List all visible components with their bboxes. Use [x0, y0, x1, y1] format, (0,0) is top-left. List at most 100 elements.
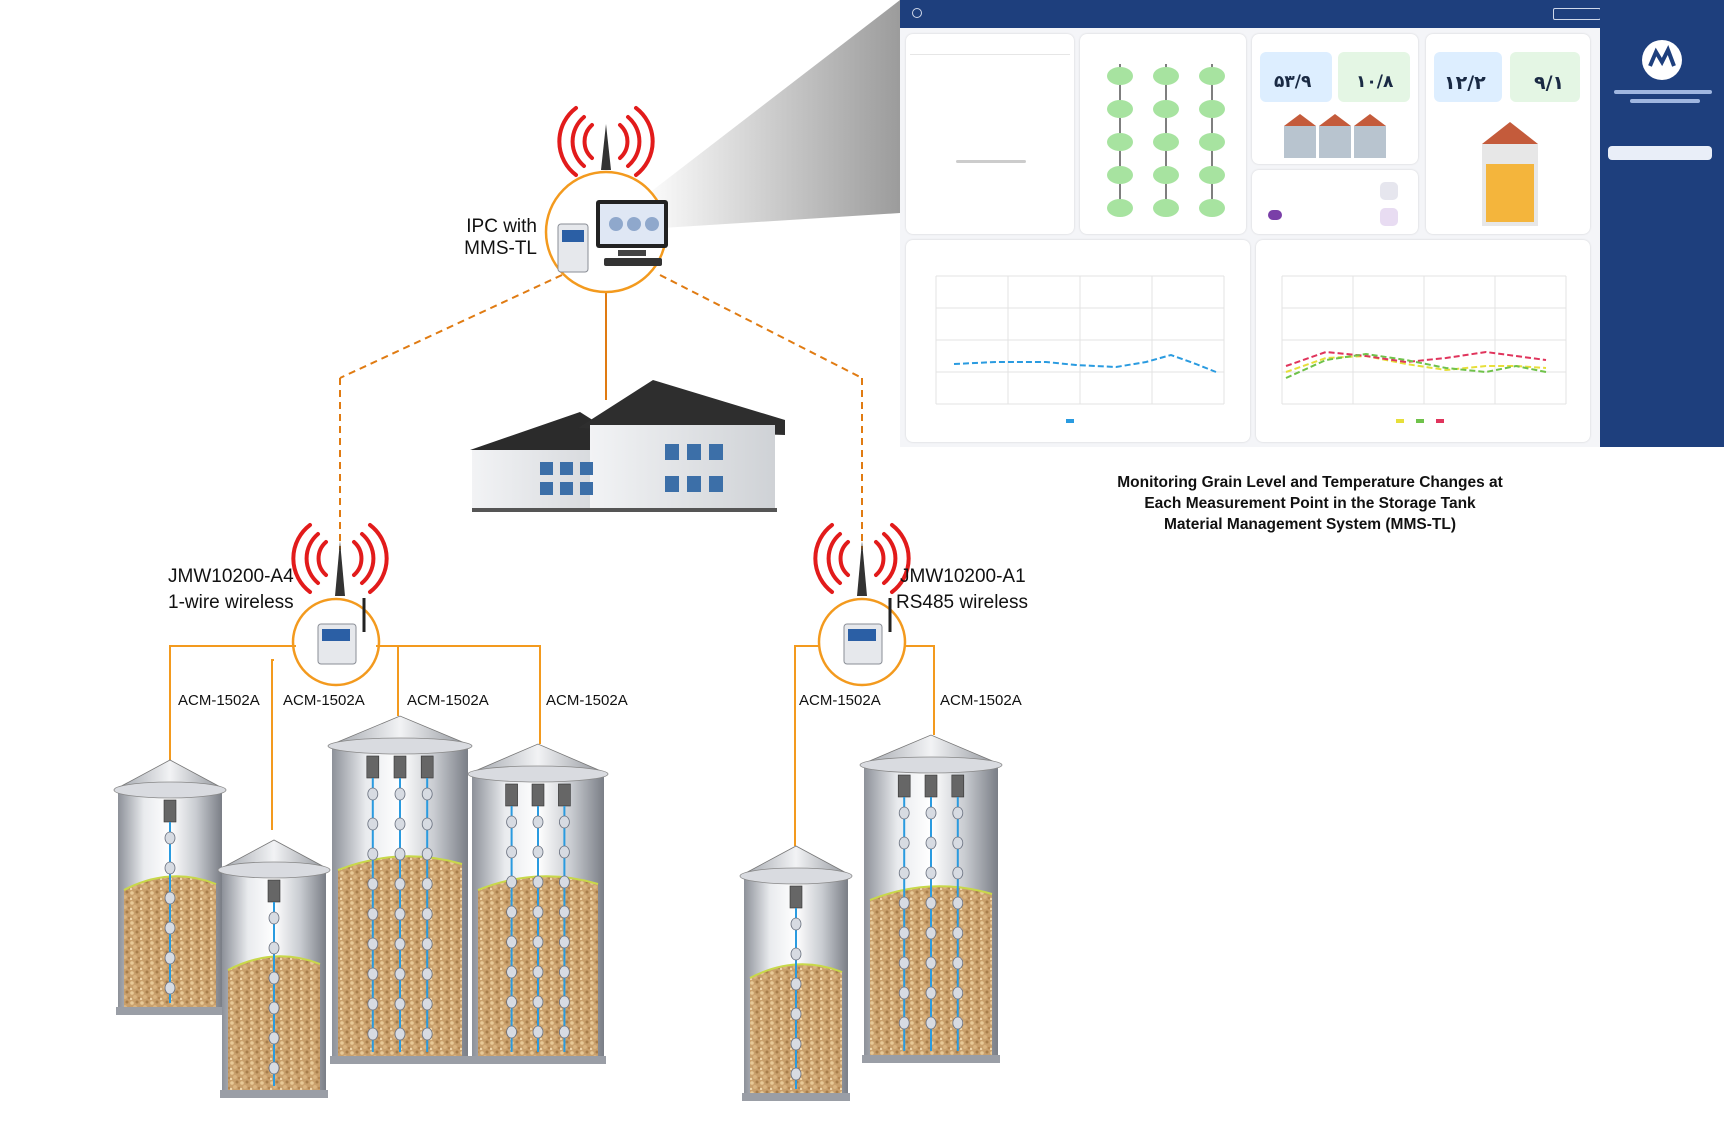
temperature-sensor-point	[268, 1061, 280, 1075]
temperature-sensor-point	[925, 926, 937, 940]
temperature-sensor-point	[268, 1031, 280, 1045]
temperature-sensor-point	[164, 831, 176, 845]
silo-level-icon	[1482, 122, 1538, 226]
temperature-sensor-point	[268, 911, 280, 925]
legend-swatch	[1396, 419, 1404, 423]
sidebar-item-reports[interactable]	[1608, 168, 1712, 182]
sensor-label: ACM-1502A	[940, 692, 1022, 709]
temperature-sensor-point	[421, 967, 433, 981]
temperature-sensor-point	[506, 905, 518, 919]
silos-icon	[1284, 114, 1386, 158]
sensor-label: ACM-1502A	[283, 692, 365, 709]
legend-swatch	[1416, 419, 1424, 423]
mms-dashboard-screenshot: ۱۲/۲ ۹/۱ ۵۳/۹ ۱۰/۸	[900, 0, 1724, 447]
temperature-sensor-point	[925, 1016, 937, 1030]
temperature-sensor-point	[952, 1016, 964, 1030]
temperature-sensor-point	[367, 937, 379, 951]
silo-base	[470, 1056, 606, 1064]
grain-silo	[859, 734, 1003, 1063]
wireless-links	[339, 274, 863, 550]
sensor-label: ACM-1502A	[546, 692, 628, 709]
kpi-tile	[1338, 52, 1410, 102]
caption-line2: Each Measurement Point in the Storage Ta…	[1144, 495, 1476, 512]
temperature-sensor-point	[367, 787, 379, 801]
sidebar-item-home[interactable]	[1608, 124, 1712, 138]
temperature-sensor-point	[559, 875, 570, 889]
sensor-module	[163, 799, 177, 823]
silo-base	[220, 1090, 328, 1098]
sidebar-item-dashboard[interactable]	[1608, 146, 1712, 160]
temperature-sensor-point	[394, 967, 406, 981]
temperature-sensor-point	[790, 947, 802, 961]
ipc-label: IPC with MMS-TL	[459, 216, 537, 260]
silo-base	[330, 1056, 470, 1064]
sidebar-item-settings[interactable]	[1608, 190, 1712, 204]
grain-silo	[739, 845, 853, 1101]
caption-line1: Monitoring Grain Level and Temperature C…	[1117, 474, 1503, 491]
gateway-a4-model: JMW10200-A4	[168, 566, 294, 587]
temperature-sensor-point	[421, 787, 433, 801]
temperature-sensor-point	[394, 997, 406, 1011]
sensor-node	[1153, 100, 1179, 118]
dashboard-topbar	[900, 0, 1601, 28]
kpi-tile	[1260, 52, 1332, 102]
silo-group	[113, 715, 1003, 1101]
temperature-sensor-point	[952, 836, 964, 850]
silo-base	[742, 1093, 850, 1101]
series-line	[953, 353, 1217, 373]
temperature-sensor-point	[898, 896, 910, 910]
temperature-sensor-point	[559, 905, 570, 919]
sensor-node	[1153, 199, 1179, 217]
toggle-icon[interactable]	[1268, 210, 1282, 220]
sensor-node	[1107, 67, 1133, 85]
temperature-sensor-point	[164, 861, 176, 875]
sensor-node	[1153, 133, 1179, 151]
series-line	[1285, 354, 1547, 373]
sensor-node	[1107, 133, 1133, 151]
temperature-sensor-point	[394, 937, 406, 951]
temperature-sensor-point	[532, 1025, 544, 1039]
temperature-sensor-point	[790, 1067, 802, 1081]
temperature-sensor-point	[394, 817, 406, 831]
temperature-sensor-point	[421, 907, 433, 921]
caption-line3: Material Management System (MMS-TL)	[1164, 516, 1456, 533]
temperature-sensor-point	[925, 836, 937, 850]
temperature-sensor-point	[925, 866, 937, 880]
temperature-sensor-point	[952, 926, 964, 940]
temperature-sensor-point	[559, 1025, 570, 1039]
temperature-sensor-point	[394, 1027, 406, 1041]
grain-silo	[113, 759, 227, 1015]
temperature-sensor-point	[532, 965, 544, 979]
sensor-node	[1199, 166, 1225, 184]
temperature-sensor-point	[925, 986, 937, 1000]
sensor-module	[924, 774, 938, 798]
sensor-module	[420, 755, 434, 779]
temperature-sensor-point	[925, 896, 937, 910]
status-card	[1252, 170, 1418, 234]
sensor-module	[897, 774, 911, 798]
refresh-icon	[912, 8, 922, 18]
temperature-sensor-point	[532, 935, 544, 949]
temperature-sensor-point	[164, 981, 176, 995]
sensor-node	[1107, 199, 1133, 217]
kpi-value: ۱۲/۲	[1444, 72, 1486, 94]
temperature-sensor-point	[898, 1016, 910, 1030]
ipc-label-line2: MMS-TL	[464, 237, 537, 259]
temperature-sensor-point	[367, 967, 379, 981]
series-line	[1285, 352, 1547, 379]
silo-card: ۱۲/۲ ۹/۱	[1426, 34, 1590, 234]
temperature-sensor-point	[506, 995, 518, 1009]
gateway-a1-model: JMW10200-A1	[900, 566, 1026, 587]
temperature-sensor-point	[421, 937, 433, 951]
temperature-sensor-point	[952, 986, 964, 1000]
sensor-node	[1107, 166, 1133, 184]
grain-silo	[327, 715, 473, 1064]
kpi-value: ۱۰/۸	[1356, 72, 1394, 92]
temperature-sensor-point	[367, 847, 379, 861]
temperature-sensor-point	[367, 1027, 379, 1041]
gateway-a1-node	[817, 597, 907, 687]
temperature-sensor-point	[367, 997, 379, 1011]
temperature-sensor-point	[790, 1037, 802, 1051]
temperature-sensor-point	[898, 956, 910, 970]
silo-base	[862, 1055, 1000, 1063]
